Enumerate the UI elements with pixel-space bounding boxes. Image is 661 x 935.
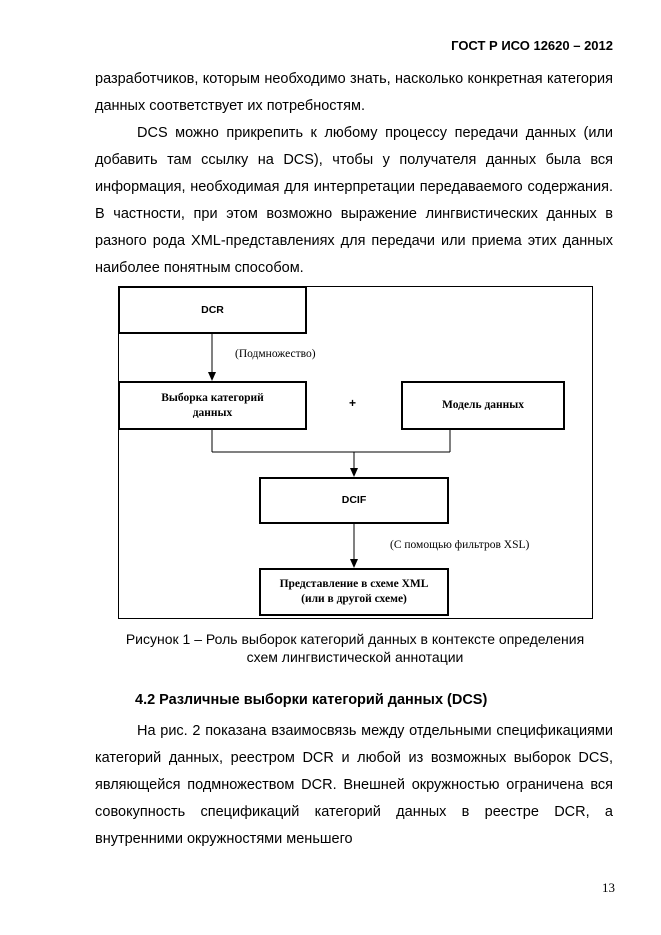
paragraph-2: DCS можно прикрепить к любому процессу п… — [95, 125, 613, 276]
plus-sign: + — [349, 396, 357, 410]
figure-diagram: DCR (Подмножество) Выборка категорий дан… — [118, 286, 593, 619]
dcr-label: DCR — [201, 303, 224, 316]
arrowhead-dcif — [350, 468, 358, 477]
representation-label: Представление в схеме XML (или в другой … — [279, 578, 429, 605]
diagram-frame — [118, 286, 593, 619]
caption-line-2: схем лингвистической аннотации — [246, 649, 464, 665]
arrowhead-representation — [350, 559, 358, 568]
section-heading: 4.2 Различные выборки категорий данных (… — [135, 692, 488, 708]
data-model-box: Модель данных — [401, 381, 565, 430]
page-number: 13 — [602, 880, 615, 895]
subset-note: (Подмножество) — [235, 348, 316, 360]
dcs-box: Выборка категорий данных — [118, 381, 307, 430]
representation-box: Представление в схеме XML (или в другой … — [259, 568, 449, 616]
arrowhead-dcs — [208, 372, 216, 381]
document-header: ГОСТ Р ИСО 12620 – 2012 — [451, 38, 613, 53]
paragraph-3: На рис. 2 показана взаимосвязь между отд… — [95, 723, 613, 847]
dcif-box: DCIF — [259, 477, 449, 524]
caption-line-1: Рисунок 1 – Роль выборок категорий данны… — [125, 631, 585, 647]
xsl-note: (С помощью фильтров XSL) — [390, 539, 530, 551]
diagram-connectors — [118, 286, 593, 619]
data-model-label: Модель данных — [442, 399, 524, 411]
dcs-label: Выборка категорий данных — [161, 391, 264, 419]
paragraph-1: разработчиков, которым необходимо знать,… — [95, 71, 613, 114]
figure-caption: Рисунок 1 – Роль выборок категорий данны… — [60, 630, 650, 666]
dcif-label: DCIF — [341, 494, 367, 506]
dcr-box: DCR — [118, 286, 307, 334]
